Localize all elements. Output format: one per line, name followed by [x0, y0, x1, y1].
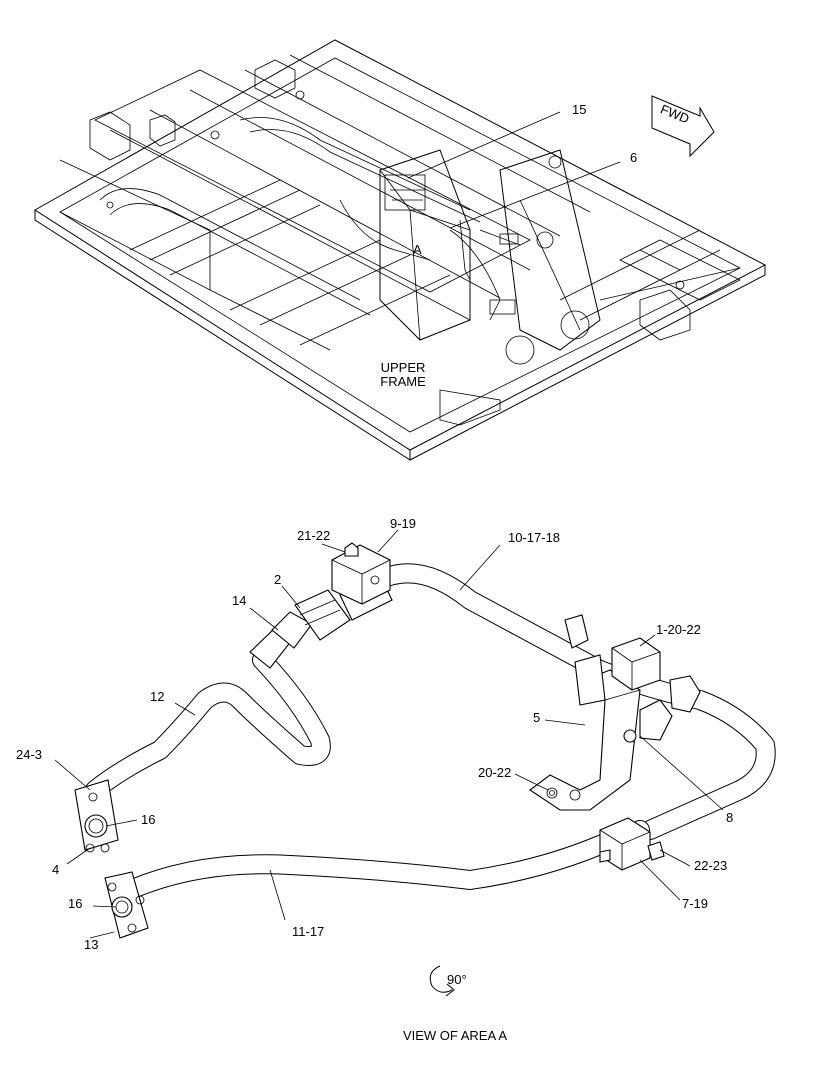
callout-13: 13: [84, 937, 98, 952]
detail-leaders: [54, 529, 724, 939]
callout-7-19: 7-19: [682, 896, 708, 911]
callout-24-3: 24-3: [16, 747, 42, 762]
view-caption: VIEW OF AREA A: [403, 1028, 507, 1043]
upper-frame-label-line1: UPPER: [381, 360, 426, 375]
fwd-label: FWD: [658, 101, 691, 126]
area-a-letter: A: [413, 242, 422, 257]
leader-15: [407, 111, 561, 179]
callout-1-20-22: 1-20-22: [656, 622, 701, 637]
callout-20-22: 20-22: [478, 765, 511, 780]
leader-6: [449, 161, 621, 229]
rotation-label: 90°: [447, 972, 467, 987]
callout-5: 5: [533, 710, 540, 725]
upper-frame-label-line2: FRAME: [380, 374, 426, 389]
callout-16-upper: 16: [141, 812, 155, 827]
callout-12: 12: [150, 689, 164, 704]
area-a-detail-drawing: [74, 542, 776, 939]
callout-6: 6: [630, 150, 637, 165]
callout-8: 8: [726, 810, 733, 825]
callout-16-lower: 16: [68, 896, 82, 911]
callout-15: 15: [572, 102, 586, 117]
rotation-arrow-icon: [429, 965, 455, 997]
callout-21-22: 21-22: [297, 528, 330, 543]
callout-22-23: 22-23: [694, 858, 727, 873]
callout-9-19: 9-19: [390, 516, 416, 531]
upper-frame-drawing: [34, 39, 767, 461]
callout-11-17: 11-17: [292, 924, 324, 939]
callout-14: 14: [232, 593, 246, 608]
callout-4: 4: [52, 862, 59, 877]
callout-10-17-18: 10-17-18: [508, 530, 560, 545]
callout-2: 2: [274, 572, 281, 587]
